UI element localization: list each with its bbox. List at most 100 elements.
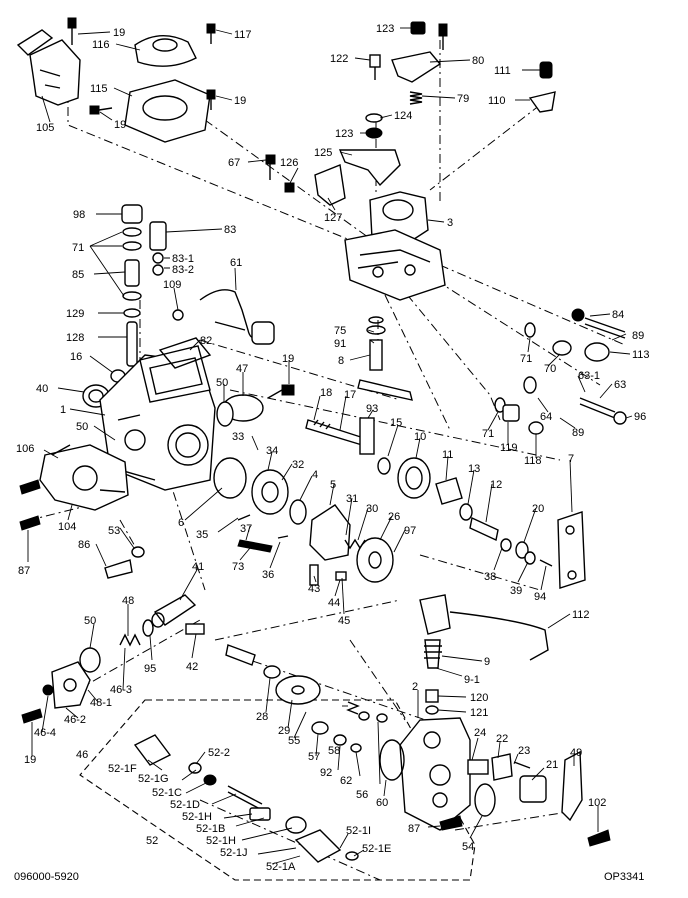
- label-85: 85: [72, 269, 84, 281]
- label-52-1A: 52-1A: [266, 861, 296, 873]
- label-87: 87: [18, 565, 30, 577]
- label-24: 24: [474, 727, 486, 739]
- sensor-112: [419, 594, 549, 661]
- label-2: 2: [412, 681, 418, 693]
- label-46-3: 46-3: [110, 684, 132, 696]
- label-105: 105: [36, 122, 54, 134]
- bolts-67-126: [265, 154, 295, 193]
- head-2: [399, 717, 471, 831]
- label-17: 17: [344, 389, 356, 401]
- label-53: 53: [108, 525, 120, 537]
- label-37: 37: [240, 523, 252, 535]
- bracket-105: [16, 29, 81, 106]
- cap-116: [134, 35, 197, 67]
- label-89: 89: [572, 427, 584, 439]
- label-123: 123: [376, 23, 394, 35]
- label-8: 8: [338, 355, 344, 367]
- fitting-85: [124, 259, 140, 287]
- label-120: 120: [470, 692, 488, 704]
- washers-71: [122, 227, 142, 301]
- label-71: 71: [72, 242, 84, 254]
- label-123: 123: [335, 128, 353, 140]
- label-44: 44: [328, 597, 340, 609]
- bolt-111: [539, 61, 553, 79]
- lever-93: [359, 417, 375, 455]
- screw-46-4: [21, 684, 54, 724]
- label-34: 34: [266, 445, 278, 457]
- pin-42: [185, 623, 205, 635]
- cover-82: [158, 337, 212, 369]
- bracket-127: [314, 164, 346, 206]
- label-52-1D: 52-1D: [170, 799, 200, 811]
- bracket-125: [338, 149, 401, 187]
- label-13: 13: [468, 463, 480, 475]
- label-121: 121: [470, 707, 488, 719]
- label-117: 117: [234, 29, 252, 41]
- label-46-2: 46-2: [64, 714, 86, 726]
- label-48-1: 48-1: [90, 697, 112, 709]
- spring-79: [409, 91, 423, 105]
- part-labels: 19 116 117 115 19 19 105 123 122 80 79 1…: [14, 23, 650, 883]
- gasket-115: [124, 79, 211, 143]
- label-125: 125: [314, 147, 332, 159]
- label-128: 128: [66, 332, 84, 344]
- label-126: 126: [280, 157, 298, 169]
- label-96: 96: [634, 411, 646, 423]
- fittings-120-121: [425, 689, 439, 715]
- right-fittings-21-24: [467, 753, 547, 803]
- label-104: 104: [58, 521, 76, 533]
- nut-123: [410, 21, 426, 35]
- label-26: 26: [388, 511, 400, 523]
- label-102: 102: [588, 797, 606, 809]
- label-116: 116: [92, 39, 110, 51]
- spring-48: [119, 619, 154, 647]
- label-52-1B: 52-1B: [196, 823, 225, 835]
- label-112: 112: [572, 609, 590, 621]
- left-pump-104: [39, 444, 129, 511]
- clip-109: [172, 309, 184, 321]
- label-31: 31: [346, 493, 358, 505]
- oring-54: [474, 783, 496, 817]
- gear-26: [356, 537, 394, 583]
- group-52-outline: [79, 699, 476, 881]
- shaft-12: [469, 516, 499, 542]
- label-1: 1: [60, 404, 66, 416]
- valve-9: [424, 639, 442, 669]
- label-50: 50: [76, 421, 88, 433]
- label-19: 19: [24, 754, 36, 766]
- label-52-1F: 52-1F: [108, 763, 137, 775]
- screws-106-87: [19, 479, 41, 531]
- label-36: 36: [262, 569, 274, 581]
- label-18: 18: [320, 387, 332, 399]
- label-48: 48: [122, 595, 134, 607]
- label-95: 95: [144, 663, 156, 675]
- label-4: 4: [312, 469, 318, 481]
- governor-housing-3: [344, 191, 446, 301]
- label-35: 35: [196, 529, 208, 541]
- label-50: 50: [216, 377, 228, 389]
- governor-weights-5: [309, 504, 351, 561]
- document-id: 096000-5920: [14, 871, 79, 883]
- label-98: 98: [73, 209, 85, 221]
- label-16: 16: [70, 351, 82, 363]
- label-71: 71: [482, 428, 494, 440]
- label-106: 106: [16, 443, 34, 455]
- label-64: 64: [540, 411, 552, 423]
- leader-lines: [27, 27, 633, 865]
- label-52-1H: 52-1H: [206, 835, 236, 847]
- label-5: 5: [330, 479, 336, 491]
- label-115: 115: [90, 83, 108, 95]
- label-86: 86: [78, 539, 90, 551]
- label-56: 56: [356, 789, 368, 801]
- label-49: 49: [570, 747, 582, 759]
- label-97: 97: [404, 525, 416, 537]
- label-75: 75: [334, 325, 346, 337]
- label-55: 55: [288, 735, 300, 747]
- label-46-4: 46-4: [34, 727, 56, 739]
- label-52-1C: 52-1C: [152, 787, 182, 799]
- bracket-49: [561, 750, 583, 822]
- label-89: 89: [632, 330, 644, 342]
- coupling-10: [397, 457, 431, 499]
- rod-128: [126, 321, 138, 367]
